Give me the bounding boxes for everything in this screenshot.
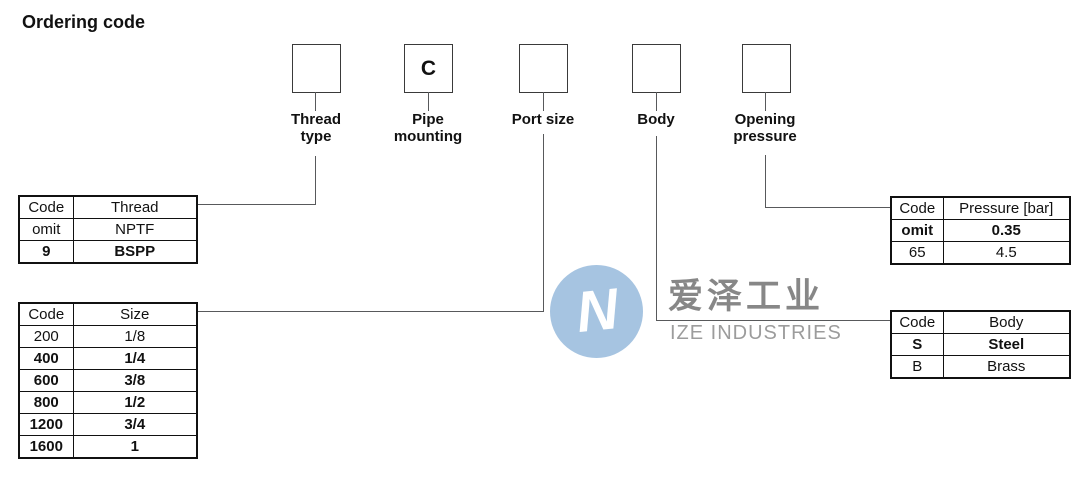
table-header-cell: Code [18, 302, 74, 326]
tick-opening-pressure [765, 92, 766, 111]
table-cell: 3/4 [72, 413, 198, 436]
page-title: Ordering code [22, 12, 146, 32]
table-cell: 65 [890, 241, 944, 265]
code-box-body [632, 44, 681, 93]
table-cell: omit [18, 218, 74, 241]
connector-pressure-horizontal [765, 207, 890, 208]
connector-portsize-vertical [543, 134, 544, 312]
table-cell: B [890, 355, 944, 379]
code-box-thread-type [292, 44, 341, 93]
label-port-size: Port size [511, 111, 575, 128]
connector-body-vertical [656, 136, 657, 321]
label-opening-pressure: Opening pressure [733, 111, 797, 145]
table-cell: omit [890, 219, 944, 242]
label-pipe-mounting: Pipe mounting [393, 111, 463, 145]
tick-pipe-mounting [428, 92, 429, 111]
table-header-cell: Code [18, 195, 74, 219]
table-header-cell: Code [890, 310, 944, 334]
watermark-english-text: IZE INDUSTRIES [670, 322, 842, 344]
tick-body [656, 92, 657, 111]
table-cell: 1/2 [72, 391, 198, 414]
tick-thread-type [315, 92, 316, 111]
code-box-opening-pressure [742, 44, 791, 93]
table-cell: S [890, 333, 944, 356]
code-box-port-size [519, 44, 568, 93]
connector-thread-horizontal [196, 204, 316, 205]
label-thread-type: Thread type [290, 111, 341, 145]
svg-text:N: N [573, 277, 622, 345]
table-cell: 9 [18, 240, 74, 264]
table-cell: 3/8 [72, 369, 198, 392]
table-cell: 1200 [18, 413, 74, 436]
connector-pressure-vertical [765, 155, 766, 208]
table-cell: 4.5 [942, 241, 1071, 265]
watermark: N 爱泽工业 IZE INDUSTRIES [548, 263, 848, 363]
tick-port-size [543, 92, 544, 111]
table-header-cell: Body [942, 310, 1071, 334]
table-cell: 1600 [18, 435, 74, 459]
table-cell: Steel [942, 333, 1071, 356]
watermark-chinese-text: 爱泽工业 [668, 277, 825, 316]
table-header-cell: Thread [72, 195, 198, 219]
table-cell: NPTF [72, 218, 198, 241]
table-cell: 200 [18, 325, 74, 348]
table-header-cell: Size [72, 302, 198, 326]
connector-thread-vertical [315, 156, 316, 205]
table-header-cell: Code [890, 196, 944, 220]
table-cell: 800 [18, 391, 74, 414]
code-box-pipe-mounting: C [404, 44, 453, 93]
table-cell: 1/4 [72, 347, 198, 370]
connector-portsize-horizontal [197, 311, 544, 312]
ize-logo-icon: N [550, 265, 643, 358]
table-header-cell: Pressure [bar] [942, 196, 1071, 220]
table-cell: Brass [942, 355, 1071, 379]
connector-body-horizontal [656, 320, 890, 321]
table-cell: BSPP [72, 240, 198, 264]
table-cell: 1 [72, 435, 198, 459]
table-cell: 1/8 [72, 325, 198, 348]
table-cell: 600 [18, 369, 74, 392]
table-cell: 0.35 [942, 219, 1071, 242]
table-cell: 400 [18, 347, 74, 370]
label-body: Body [637, 111, 675, 128]
